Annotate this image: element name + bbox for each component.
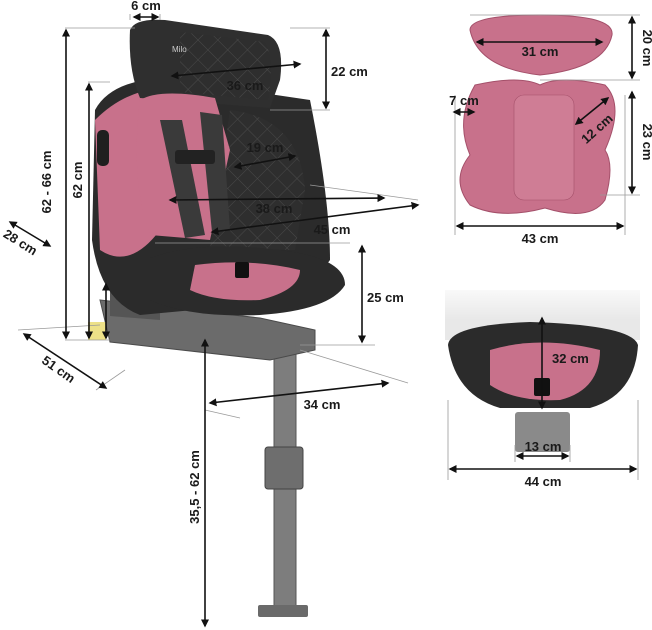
arrow-side-depth (8, 221, 52, 247)
dimension-arrows (8, 13, 638, 628)
label-cushion-depth: 32 cm (552, 351, 589, 366)
isofix-indicator (88, 322, 106, 340)
label-base-width: 34 cm (304, 397, 341, 412)
label-back-height: 62 cm (70, 162, 85, 199)
harness-buckle (235, 262, 249, 278)
support-leg-foot (258, 605, 308, 617)
seat-cushion-pink (190, 262, 300, 301)
label-shoulder-width: 19 cm (247, 140, 284, 155)
label-pad-side: 7 cm (449, 93, 479, 108)
arrow-base-width (208, 379, 390, 407)
side-control-panel (97, 130, 109, 166)
brand-logo: Milo (172, 45, 187, 54)
label-outer-width: 45 cm (314, 222, 351, 237)
arrow-headrest-width (170, 60, 302, 80)
insert-center-slot (513, 94, 575, 201)
car-seat-illustration: Milo (88, 19, 345, 617)
label-crotch-width: 13 cm (525, 439, 562, 454)
chest-clip (175, 150, 215, 164)
cushion-view-illustration (440, 280, 650, 452)
label-headrest-depth: 6 cm (131, 0, 161, 13)
harness-strap-left (160, 120, 205, 238)
label-headrest-height: 22 cm (331, 64, 368, 79)
label-total-height: 62 - 66 cm (39, 151, 54, 214)
label-side-depth: 28 cm (1, 226, 40, 258)
label-pad-total-width: 43 cm (522, 231, 559, 246)
arrow-shoulder-width (233, 153, 297, 170)
label-pad-body-height: 23 cm (640, 124, 652, 161)
dimension-labels: 6 cm 36 cm 22 cm 62 - 66 cm 62 cm 19 cm … (1, 0, 652, 524)
arrow-pad-wing (574, 97, 610, 125)
label-cushion-width: 44 cm (525, 474, 562, 489)
label-pad-top-height: 20 cm (640, 30, 652, 67)
arrow-seat-inner-width (168, 194, 386, 204)
label-seat-height: 25 cm (367, 290, 404, 305)
label-pad-top-width: 31 cm (522, 44, 559, 59)
arrow-outer-width (210, 201, 420, 236)
cushion-view-crotch-strap (515, 412, 570, 452)
cushion-view-fade (440, 280, 650, 320)
arrow-base-length (22, 333, 108, 389)
label-seat-inner-width: 38 cm (256, 201, 293, 216)
support-leg-adjuster (264, 446, 304, 490)
label-support-leg: 35,5 - 62 cm (187, 450, 202, 524)
label-headrest-width: 36 cm (227, 78, 264, 93)
